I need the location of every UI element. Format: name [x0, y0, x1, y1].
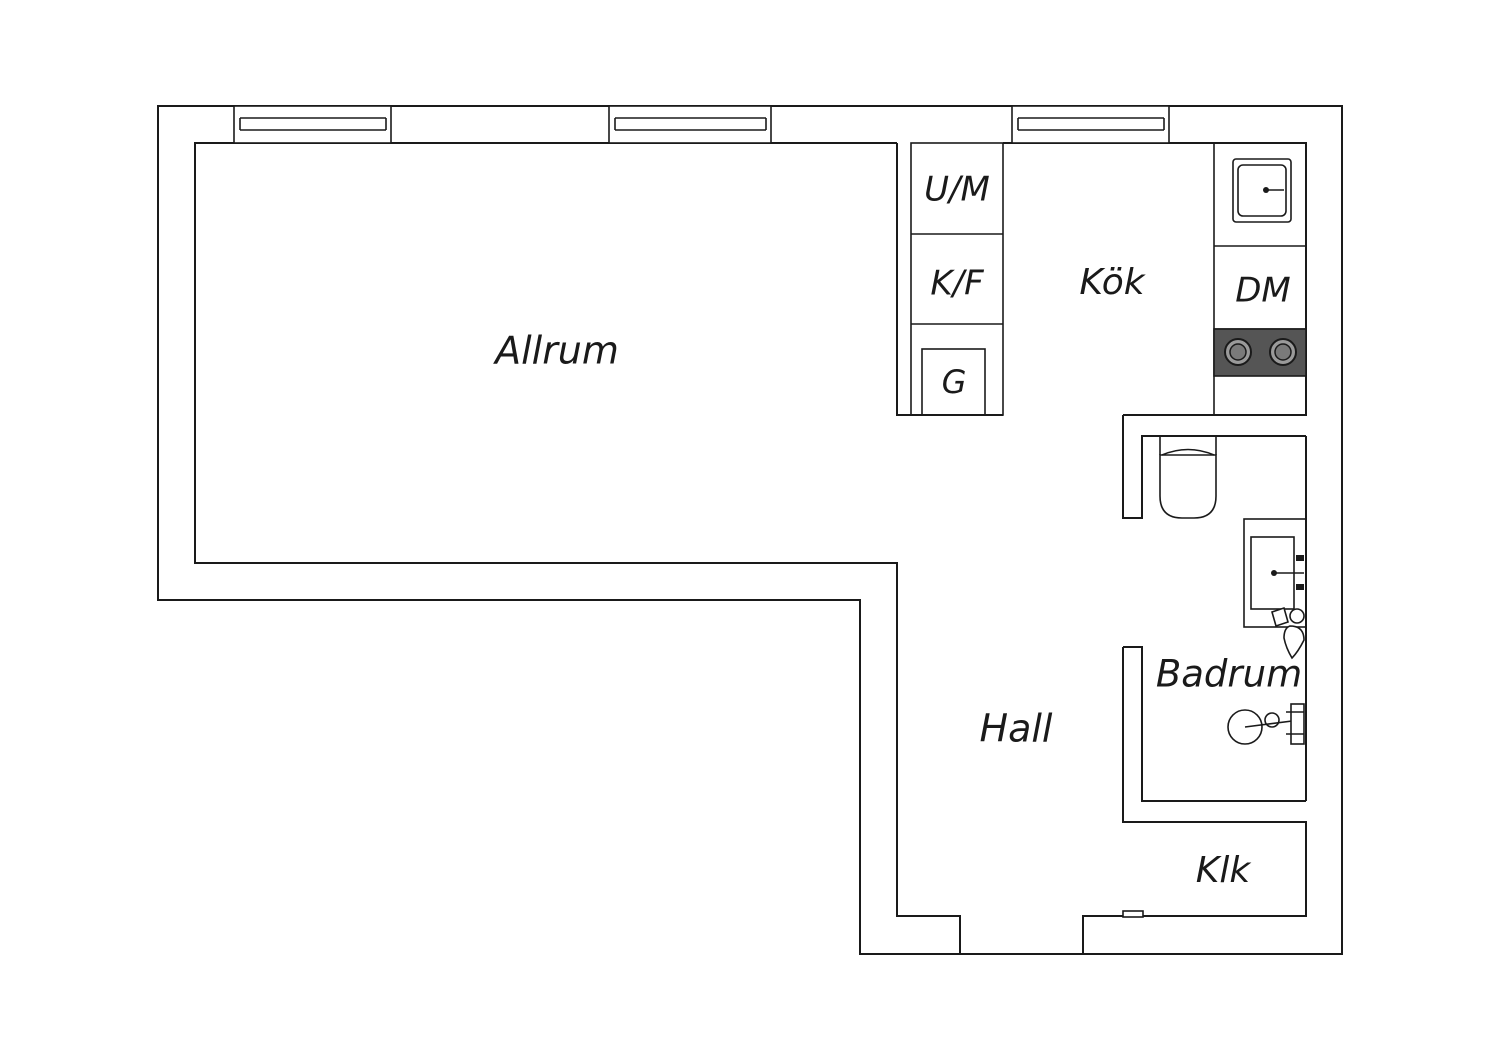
toilet-icon	[1159, 436, 1217, 519]
appliance-label-um: U/M	[924, 170, 990, 210]
window-3	[1011, 105, 1170, 144]
allrum-inner-wall	[194, 142, 961, 954]
washbasin-icon	[1243, 518, 1307, 628]
kitchen-sink-icon	[1232, 158, 1292, 223]
appliance-label-g: G	[942, 363, 967, 401]
kitchen-counter	[1213, 143, 1307, 415]
room-label-allrum: Allrum	[492, 329, 619, 373]
appliance-label-kf: K/F	[930, 264, 984, 304]
window-2	[608, 105, 772, 144]
shower-icon	[1271, 606, 1305, 660]
appliance-column	[910, 142, 1004, 416]
window-1	[233, 105, 392, 144]
bathroom-wall-lower	[1122, 646, 1307, 917]
room-label-badrum: Badrum	[1156, 653, 1302, 696]
entrance-wall	[1082, 915, 1123, 954]
exterior-wall-outer	[157, 105, 1343, 955]
room-label-hall: Hall	[980, 707, 1053, 751]
room-label-kok: Kök	[1079, 262, 1146, 303]
door-threshold	[1122, 910, 1144, 918]
appliance-label-dm: DM	[1235, 271, 1291, 311]
room-label-klk: Klk	[1196, 850, 1253, 891]
bath-tap-icon	[1227, 703, 1305, 745]
bathroom-wall-upper	[1122, 414, 1306, 519]
